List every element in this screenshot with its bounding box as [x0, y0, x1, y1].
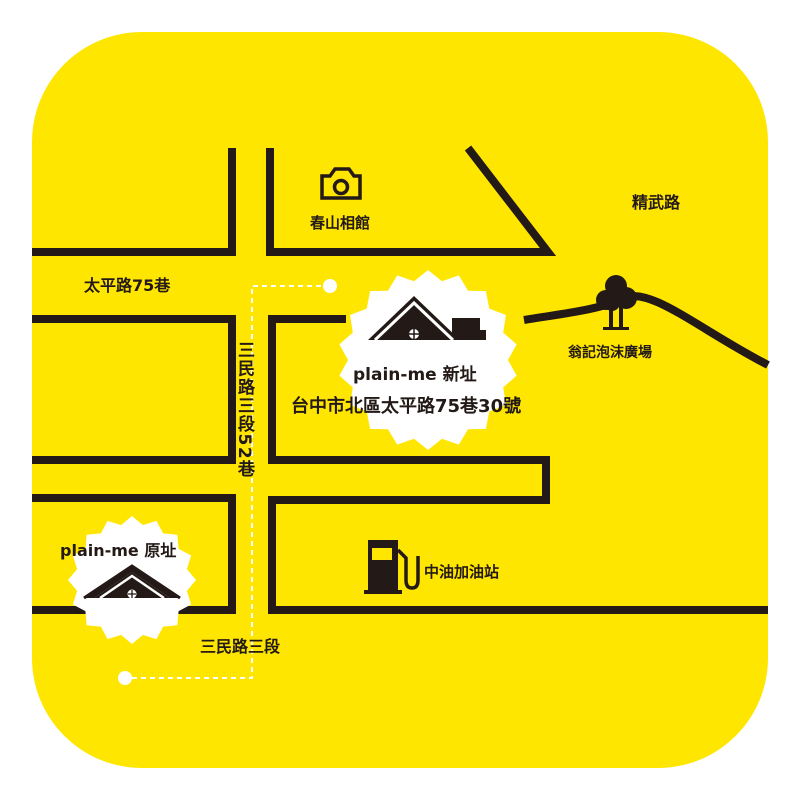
road-top-middle	[266, 145, 557, 256]
road-taiping-lane75-left	[32, 315, 236, 464]
walking-route	[125, 285, 330, 679]
house-icon	[83, 564, 181, 600]
tree-icon	[596, 275, 637, 330]
label-sanmin-sec3: 三民路三段	[200, 637, 281, 656]
label-gas-station: 中油加油站	[424, 563, 499, 581]
label-photo-studio: 春山相館	[310, 214, 370, 232]
route-start-dot	[323, 279, 337, 293]
road-network	[32, 145, 770, 614]
new-location-badge	[339, 270, 517, 450]
road-top-left-block	[32, 148, 236, 256]
house-icon	[368, 296, 486, 342]
label-weng-ji-plaza: 翁記泡沫廣場	[568, 344, 652, 361]
label-jingwu-road: 精武路	[632, 193, 681, 212]
fuel-pump-icon	[364, 540, 420, 594]
camera-icon	[320, 167, 362, 200]
old-location-badge	[68, 516, 196, 644]
label-taiping-lane75: 太平路75巷	[83, 276, 171, 295]
new-location-title: plain-me 新址	[353, 364, 477, 385]
label-sanmin-lane52: 三民路三段52巷	[234, 341, 256, 479]
new-location-address: 台中市北區太平路75巷30號	[291, 395, 521, 417]
route-end-dot	[118, 671, 132, 685]
old-location-title: plain-me 原址	[60, 541, 176, 560]
road-taiping-lane75-right	[268, 315, 768, 614]
